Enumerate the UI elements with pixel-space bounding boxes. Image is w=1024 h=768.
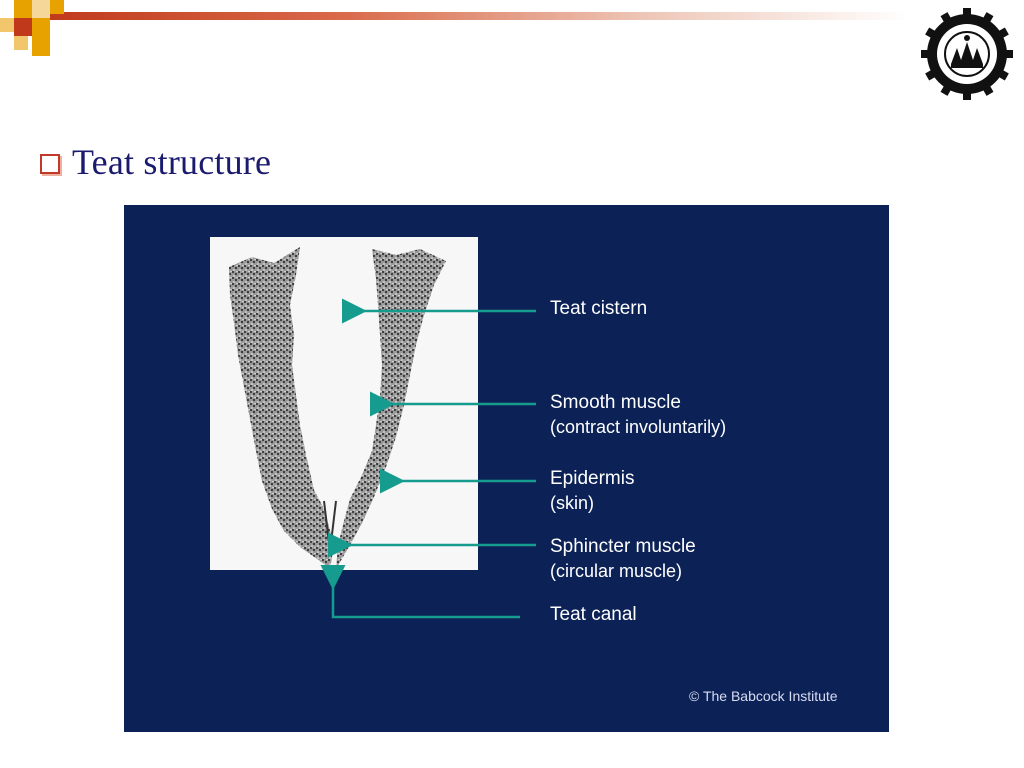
label-sphincter-muscle: Sphincter muscle (circular muscle): [550, 536, 696, 581]
slide-title: Teat structure: [72, 142, 272, 182]
teat-diagram-svg: [210, 237, 536, 619]
label-smooth-muscle: Smooth muscle (contract involuntarily): [550, 392, 727, 437]
label-epidermis-note: (skin): [550, 493, 594, 513]
banner-square: [32, 0, 50, 18]
banner-square: [32, 36, 50, 56]
header-banner: [0, 0, 1024, 64]
teat-diagram: Teat cistern Smooth muscle (contract inv…: [124, 205, 889, 732]
banner-square: [32, 18, 50, 36]
teat-wall-left: [229, 247, 334, 569]
label-teat-canal: Teat canal: [550, 604, 637, 625]
label-epidermis: Epidermis (skin): [550, 468, 635, 513]
header-stripe: [40, 12, 910, 20]
label-teat-cistern: Teat cistern: [550, 298, 648, 319]
bullet-square-icon: [40, 154, 60, 174]
banner-square: [14, 18, 32, 36]
label-smooth-muscle-note: (contract involuntarily): [550, 417, 727, 437]
banner-square: [0, 18, 14, 32]
label-sphincter-muscle-note: (circular muscle): [550, 561, 683, 581]
university-seal-icon: [921, 8, 1013, 100]
figure-credit: © The Babcock Institute: [689, 688, 838, 704]
arrow-teat-canal: [320, 565, 520, 619]
banner-square: [14, 0, 32, 18]
banner-square: [50, 0, 64, 14]
slide-title-row: Teat structure: [40, 140, 271, 184]
banner-square: [14, 36, 28, 50]
